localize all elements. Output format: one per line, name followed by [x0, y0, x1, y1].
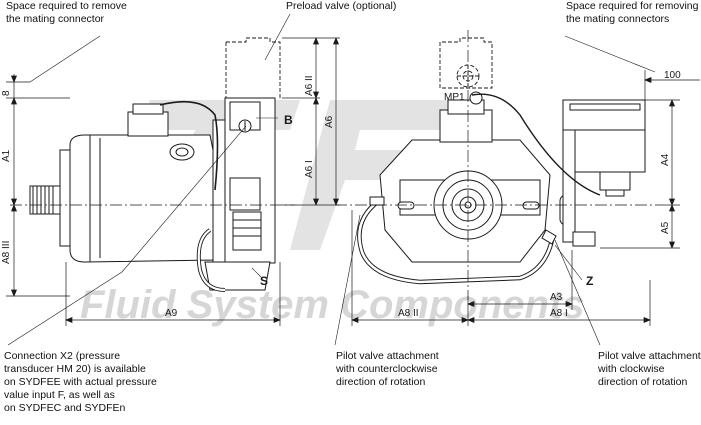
- left-view-pump: [29, 97, 276, 292]
- label-b: B: [284, 113, 293, 127]
- port-labels: B S MP1 Z: [260, 92, 593, 288]
- dimension-texts: 8 A1 A8 III A9 A6 II A6 A6 I A8 II A3 A8…: [1, 70, 681, 319]
- note-pilot-cw: Pilot valve attachment with clockwise di…: [598, 350, 701, 388]
- dim-a8i: A8 I: [550, 308, 568, 319]
- centerlines: [10, 30, 660, 300]
- label-z: Z: [586, 274, 593, 288]
- dim-a8iii: A8 III: [1, 241, 12, 264]
- dim-a5: A5: [660, 221, 671, 234]
- preload-valve-envelope: [439, 37, 493, 89]
- watermark-text: Fluid System Components: [80, 283, 585, 327]
- note-preload-valve: Preload valve (optional): [286, 0, 397, 12]
- dim-a6: A6: [324, 115, 335, 128]
- right-view-pump: [357, 91, 646, 285]
- dim-a9: A9: [165, 308, 178, 319]
- dim-a8ii: A8 II: [398, 308, 419, 319]
- note-connection-x2: Connection X2 (pressure transducer HM 20…: [4, 350, 157, 414]
- note-remove-connectors: Space required for removing the mating c…: [566, 0, 699, 25]
- dim-a6ii: A6 II: [304, 75, 315, 96]
- left-connector-space: [225, 37, 281, 98]
- dim-a1: A1: [1, 149, 12, 162]
- dim-100: 100: [664, 70, 681, 81]
- dim-a3: A3: [550, 292, 563, 303]
- label-s: S: [260, 274, 268, 288]
- dim-a6i: A6 I: [304, 160, 315, 178]
- label-mp1: MP1: [444, 92, 465, 103]
- dim-a4: A4: [660, 153, 671, 166]
- note-pilot-ccw: Pilot valve attachment with counterclock…: [336, 350, 439, 388]
- dim-8: 8: [1, 90, 12, 96]
- dimension-lines: [6, 13, 700, 346]
- note-remove-connector: Space required to remove the mating conn…: [6, 0, 127, 25]
